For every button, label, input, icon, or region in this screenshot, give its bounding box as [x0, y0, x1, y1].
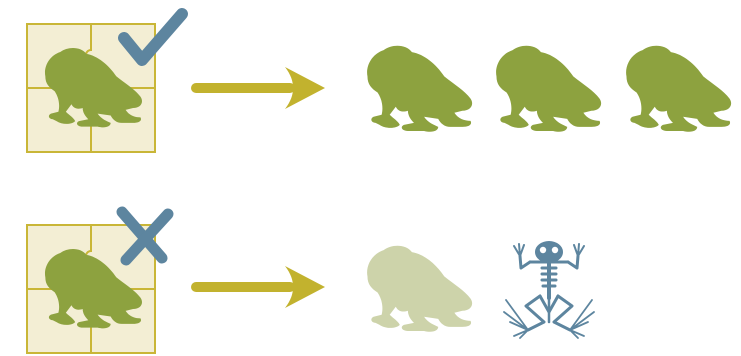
row-failure — [27, 212, 594, 353]
frog-skeleton-icon — [504, 241, 594, 338]
healthy-frog-2 — [496, 46, 601, 132]
puzzle-frog-tile — [27, 212, 168, 353]
row-success — [27, 14, 731, 152]
arrow-icon — [191, 67, 325, 109]
healthy-frog-3 — [626, 46, 731, 132]
puzzle-frog-tile — [27, 14, 182, 152]
faded-frog — [367, 246, 472, 332]
healthy-frog-1 — [367, 46, 472, 132]
arrow-icon — [191, 266, 325, 308]
